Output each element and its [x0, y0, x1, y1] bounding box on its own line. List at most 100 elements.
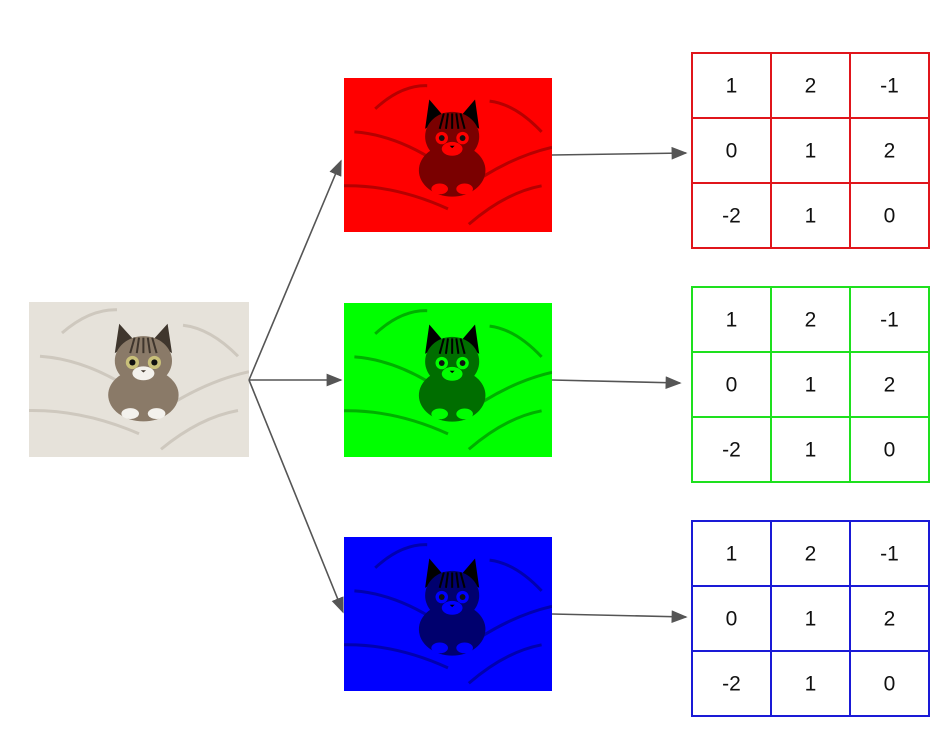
green-matrix-cell [691, 286, 772, 353]
green-channel-kitten-stripe [438, 338, 445, 355]
green-channel-kitten-ear-left [425, 324, 444, 354]
blue-channel-sheet-fold [344, 643, 449, 670]
source-sheet-fold [160, 409, 239, 451]
blue-channel-kitten-head [425, 570, 480, 621]
green-channel-kitten-body [418, 369, 486, 422]
blue-matrix-cell [770, 650, 851, 717]
source-kitten-pupil [151, 359, 158, 366]
red-matrix-value: 0 [884, 205, 896, 228]
blue-matrix-value: 1 [805, 608, 817, 631]
blue-channel-kitten-stripe [455, 572, 460, 588]
green-matrix-cell [770, 416, 851, 483]
green-matrix-cell [849, 351, 930, 418]
red-matrix-value: 1 [805, 205, 817, 228]
source-kitten-paw [121, 408, 139, 420]
source-kitten-stripe [146, 337, 151, 354]
green-matrix-cell [691, 351, 772, 418]
green-matrix-value: 1 [805, 439, 817, 462]
source-kitten-ear-right [152, 323, 172, 354]
blue-channel-sheet-fold [374, 543, 428, 569]
green-matrix-value: 0 [726, 374, 738, 397]
green-channel-sheet-fold [467, 409, 542, 451]
red-matrix-cell [849, 117, 930, 184]
arrow-source-to-red [248, 159, 342, 381]
red-matrix-value: 1 [805, 140, 817, 163]
green-channel-kitten-stripe [455, 338, 460, 354]
red-matrix-value: 1 [726, 75, 738, 98]
blue-matrix-value: -2 [722, 673, 741, 696]
red-channel-sheet-fold [467, 184, 542, 226]
arrows [248, 146, 688, 624]
blue-matrix-cell [849, 520, 930, 587]
red-matrix-cell [691, 182, 772, 249]
red-channel-kitten-paw [431, 183, 448, 195]
red-matrix-value: 0 [726, 140, 738, 163]
green-matrix-cell [849, 416, 930, 483]
blue-matrix-value: -1 [880, 543, 899, 566]
red-channel-sheet-fold [344, 184, 449, 211]
green-channel-kitten-pupil [438, 360, 445, 366]
green-channel-image [344, 303, 552, 457]
red-channel-kitten-stripe [444, 113, 449, 129]
green-matrix-value: -2 [722, 439, 741, 462]
red-channel-kitten-paw [456, 183, 473, 195]
blue-matrix-value: 1 [805, 673, 817, 696]
red-channel-sheet-fold [374, 84, 428, 110]
green-channel-kitten-muzzle [441, 366, 463, 381]
green-matrix-value: 0 [884, 439, 896, 462]
source-kitten-paw [147, 408, 166, 420]
green-matrix-cell [770, 286, 851, 353]
blue-channel-kitten-body [418, 603, 486, 656]
red-channel-kitten-body [418, 144, 486, 197]
blue-matrix-value: 2 [805, 543, 817, 566]
green-matrix-cell [770, 351, 851, 418]
green-channel-kitten-stripe [444, 338, 449, 354]
blue-channel-kitten-pupil [459, 594, 466, 600]
green-matrix-value: 1 [805, 374, 817, 397]
source-kitten-stripe [151, 337, 158, 354]
red-matrix-cell [691, 52, 772, 119]
red-channel-kitten-muzzle [441, 141, 463, 156]
green-channel-sheet-fold [374, 309, 428, 335]
red-channel-kitten-head [425, 111, 480, 162]
green-channel-kitten-stripe [459, 338, 466, 355]
green-channel-kitten-paw [431, 408, 448, 420]
source-kitten-pupil [129, 359, 136, 366]
red-matrix-value: 2 [884, 140, 896, 163]
red-channel-sheet-fold [489, 99, 543, 133]
blue-matrix-value: 1 [726, 543, 738, 566]
red-channel-kitten-nose [449, 145, 455, 149]
blue-matrix-cell [849, 650, 930, 717]
green-channel-kitten-nose [449, 370, 455, 374]
blue-channel-kitten-nose [449, 604, 455, 608]
blue-matrix-value: 0 [726, 608, 738, 631]
green-matrix-value: 2 [805, 309, 817, 332]
red-channel-kitten-pupil [438, 135, 445, 141]
green-channel-kitten-ear-right [460, 324, 480, 354]
source-sheet-fold [29, 408, 140, 436]
green-channel-kitten-head [425, 336, 480, 387]
red-matrix-cell [770, 117, 851, 184]
source-kitten-ear-left [114, 323, 135, 354]
blue-channel-kitten-paw [431, 642, 448, 654]
blue-channel-kitten-paw [456, 642, 473, 654]
green-channel-kitten-pupil [459, 360, 466, 366]
source-sheet-fold [182, 323, 240, 358]
blue-channel-kitten-stripe [459, 572, 466, 589]
green-channel-kitten-paw [456, 408, 473, 420]
blue-channel-kitten-stripe [444, 572, 449, 588]
blue-channel-sheet-fold [467, 643, 542, 685]
green-channel-sheet-fold [489, 324, 543, 358]
blue-channel-kitten-pupil [438, 594, 445, 600]
green-matrix-value: -1 [880, 309, 899, 332]
source-sheet-fold [61, 308, 118, 335]
red-channel-kitten-ear-left [425, 99, 444, 129]
source-kitten-nose [140, 370, 147, 373]
source-kitten-photo [29, 302, 249, 457]
source-kitten-head [114, 336, 172, 386]
red-matrix-cell [691, 117, 772, 184]
red-channel-kitten-ear-right [460, 99, 480, 129]
green-matrix-value: 1 [726, 309, 738, 332]
arrow-red-to-matrix [551, 146, 688, 160]
